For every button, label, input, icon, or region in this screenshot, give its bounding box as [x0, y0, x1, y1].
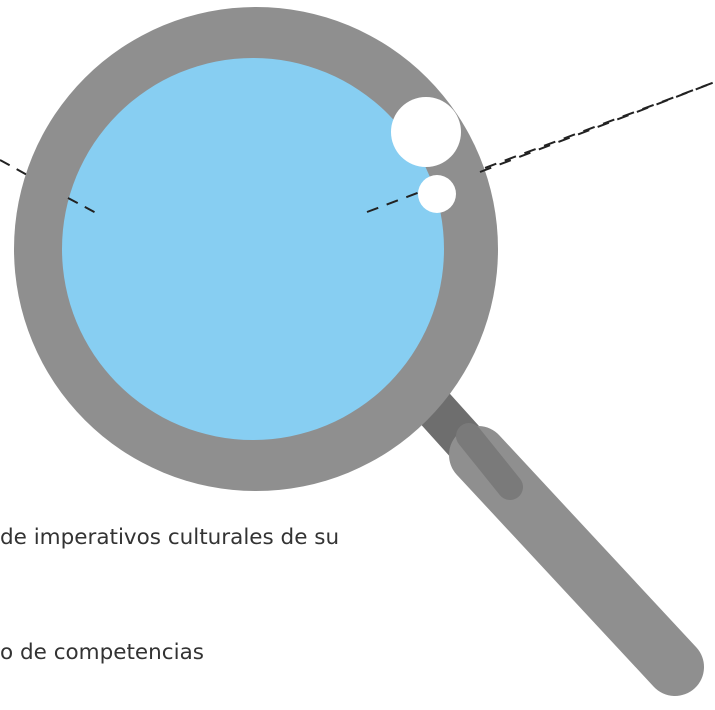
handle-grip-shade — [456, 423, 523, 500]
glare-small — [418, 175, 456, 213]
dashed-line-lens-left — [67, 197, 101, 216]
body-text-line-2: o de competencias — [0, 640, 204, 665]
dashed-line-frame-right — [479, 81, 715, 173]
body-text-line-1: de imperativos culturales de su — [0, 525, 340, 550]
dashed-line-lens-right — [366, 191, 421, 213]
glare-large — [391, 97, 461, 167]
lens-glass — [62, 58, 444, 440]
